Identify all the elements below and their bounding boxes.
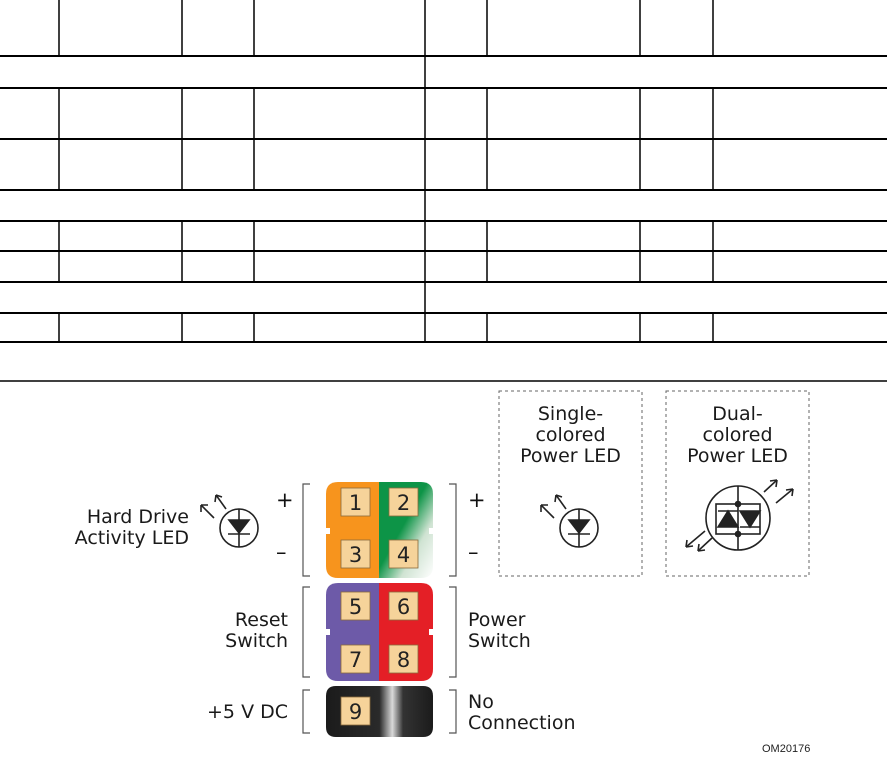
bracket-reset — [302, 586, 310, 678]
bracket-5vdc — [302, 689, 310, 734]
bracket-hdd-led — [302, 483, 310, 577]
label-no-connection: No Connection — [468, 691, 576, 734]
legend-dual-box — [665, 390, 810, 577]
bracket-power-led — [449, 483, 457, 577]
single-color-led-icon — [540, 494, 599, 548]
empty-pin-table — [0, 0, 887, 382]
pin-5: 5 — [349, 595, 362, 619]
legend-single-colored-power-led: Single- colored Power LED — [520, 403, 621, 467]
power-led-plus-sign: + — [468, 488, 486, 512]
bracket-power-switch — [449, 586, 457, 678]
hdd-led-plus-sign: + — [276, 488, 294, 512]
pin-1: 1 — [349, 491, 362, 515]
label-power-switch: Power Switch — [468, 609, 531, 652]
pin-6: 6 — [397, 595, 410, 619]
pin-3: 3 — [349, 543, 362, 567]
dual-color-led-icon — [685, 479, 794, 552]
label-reset-switch: Reset Switch — [225, 609, 288, 652]
hdd-led-icon — [200, 494, 259, 548]
pin-4: 4 — [397, 543, 410, 567]
legend-single-box — [498, 390, 643, 577]
bracket-no-connection — [449, 689, 457, 734]
hdd-led-minus-sign: – — [276, 540, 287, 564]
legend-dual-colored-power-led: Dual- colored Power LED — [687, 403, 788, 467]
pin-7: 7 — [349, 648, 362, 672]
pin-8: 8 — [397, 648, 410, 672]
pin-9: 9 — [349, 700, 362, 724]
pin-2: 2 — [397, 491, 410, 515]
label-hard-drive-activity-led: Hard Drive Activity LED — [74, 506, 189, 549]
power-led-minus-sign: – — [468, 540, 479, 564]
figure-id: OM20176 — [762, 743, 811, 755]
label-5v-dc: +5 V DC — [207, 701, 288, 723]
